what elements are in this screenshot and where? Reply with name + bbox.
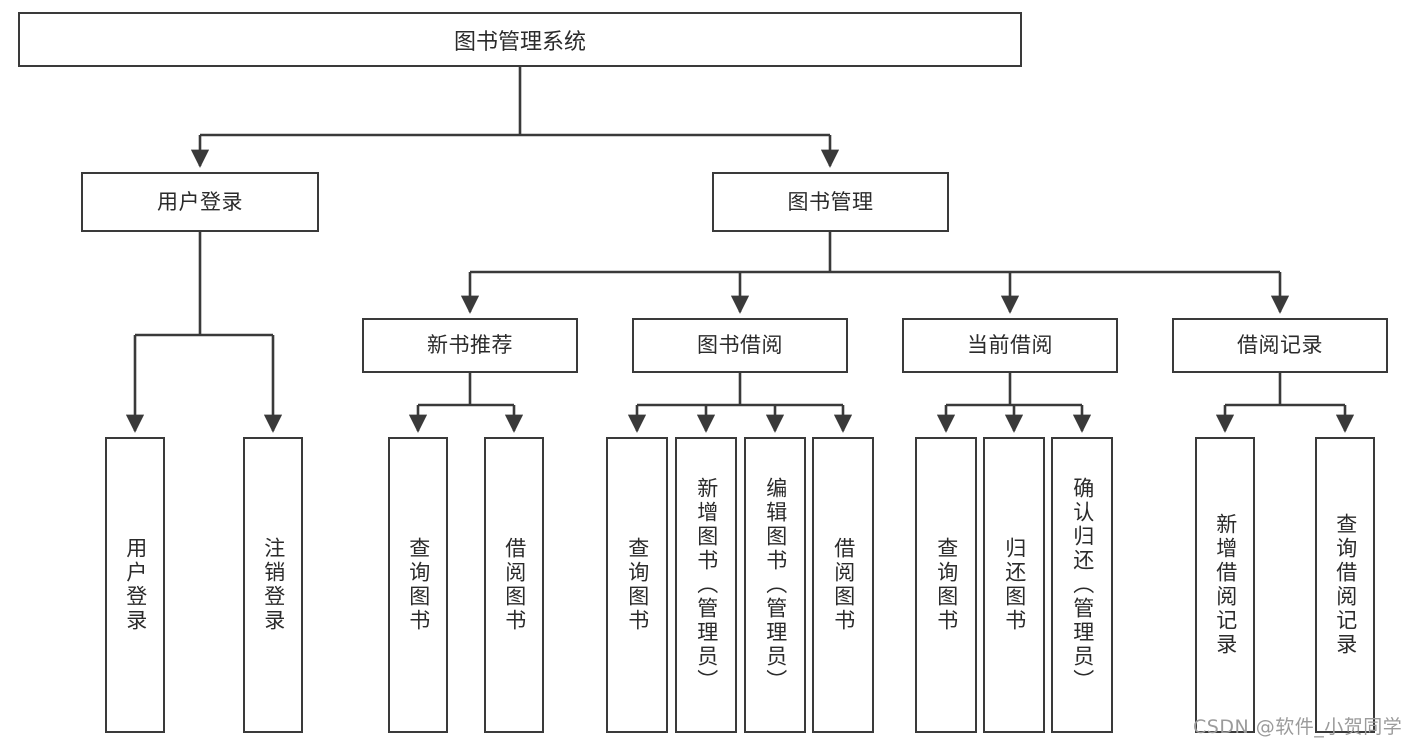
node-borrow-record[interactable]: 借阅记录 bbox=[1172, 318, 1388, 373]
node-leaf-edit-book-admin[interactable]: 编辑图书（管理员） bbox=[744, 437, 806, 733]
node-borrow-record-label: 借阅记录 bbox=[1237, 333, 1323, 358]
node-leaf-query-borrow-record[interactable]: 查询借阅记录 bbox=[1315, 437, 1375, 733]
node-new-book-recommend[interactable]: 新书推荐 bbox=[362, 318, 578, 373]
node-book-manage[interactable]: 图书管理 bbox=[712, 172, 949, 232]
node-user-login-label: 用户登录 bbox=[157, 189, 243, 214]
node-leaf-add-borrow-record-label: 新增借阅记录 bbox=[1213, 513, 1238, 657]
node-new-book-recommend-label: 新书推荐 bbox=[427, 333, 513, 358]
node-root-label: 图书管理系统 bbox=[453, 29, 586, 55]
node-leaf-borrow-book[interactable]: 借阅图书 bbox=[812, 437, 874, 733]
node-user-login[interactable]: 用户登录 bbox=[81, 172, 319, 232]
node-leaf-query-book-borrow[interactable]: 查询图书 bbox=[606, 437, 668, 733]
node-leaf-add-borrow-record[interactable]: 新增借阅记录 bbox=[1195, 437, 1255, 733]
node-leaf-user-login[interactable]: 用户登录 bbox=[105, 437, 165, 733]
node-current-borrow-label: 当前借阅 bbox=[967, 333, 1053, 358]
node-leaf-confirm-return-admin-label: 确认归还（管理员） bbox=[1070, 477, 1095, 693]
node-leaf-user-login-label: 用户登录 bbox=[123, 537, 148, 633]
node-book-borrow-label: 图书借阅 bbox=[697, 333, 783, 358]
node-leaf-query-book-borrow-label: 查询图书 bbox=[625, 537, 650, 633]
node-leaf-return-book-label: 归还图书 bbox=[1002, 537, 1027, 633]
node-leaf-edit-book-admin-label: 编辑图书（管理员） bbox=[763, 477, 788, 693]
node-leaf-logout-login-label: 注销登录 bbox=[261, 537, 286, 633]
node-leaf-confirm-return-admin[interactable]: 确认归还（管理员） bbox=[1051, 437, 1113, 733]
node-leaf-borrow-book-rec[interactable]: 借阅图书 bbox=[484, 437, 544, 733]
node-leaf-query-book-rec-label: 查询图书 bbox=[406, 537, 431, 633]
node-leaf-borrow-book-rec-label: 借阅图书 bbox=[502, 537, 527, 633]
node-book-manage-label: 图书管理 bbox=[787, 189, 874, 214]
node-leaf-query-book-rec[interactable]: 查询图书 bbox=[388, 437, 448, 733]
node-current-borrow[interactable]: 当前借阅 bbox=[902, 318, 1118, 373]
node-leaf-query-book-current[interactable]: 查询图书 bbox=[915, 437, 977, 733]
watermark: CSDN @软件_小贺同学 bbox=[1193, 716, 1403, 738]
node-leaf-logout-login[interactable]: 注销登录 bbox=[243, 437, 303, 733]
node-leaf-query-borrow-record-label: 查询借阅记录 bbox=[1333, 513, 1358, 657]
node-root[interactable]: 图书管理系统 bbox=[18, 12, 1022, 67]
node-leaf-return-book[interactable]: 归还图书 bbox=[983, 437, 1045, 733]
node-leaf-add-book-admin[interactable]: 新增图书（管理员） bbox=[675, 437, 737, 733]
node-book-borrow[interactable]: 图书借阅 bbox=[632, 318, 848, 373]
node-leaf-add-book-admin-label: 新增图书（管理员） bbox=[694, 477, 719, 693]
node-leaf-query-book-current-label: 查询图书 bbox=[934, 537, 959, 633]
node-leaf-borrow-book-label: 借阅图书 bbox=[831, 537, 856, 633]
